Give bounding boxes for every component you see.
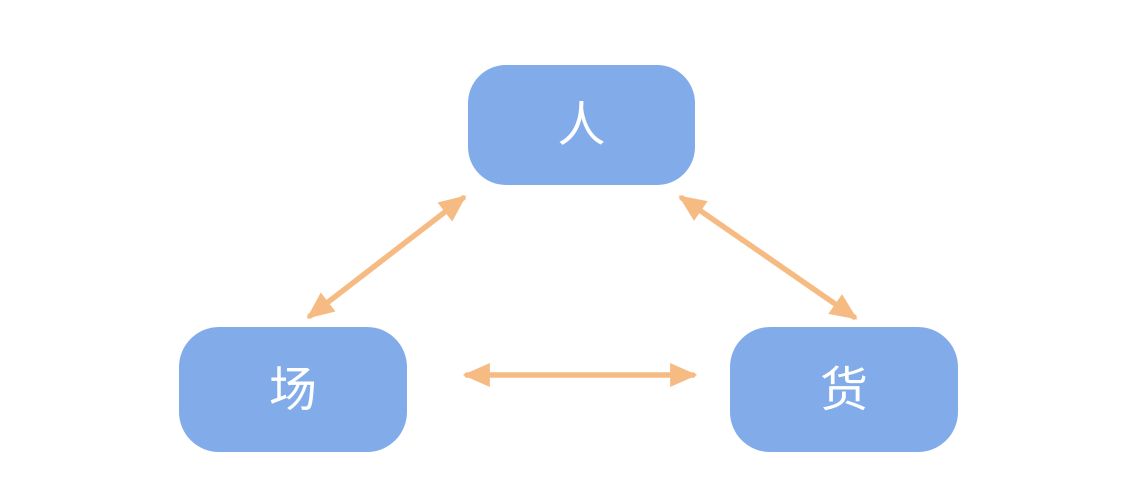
node-place: 场 xyxy=(179,327,407,452)
node-place-label: 场 xyxy=(268,361,317,418)
edge-place-person-arrow xyxy=(306,195,467,319)
node-goods-label: 货 xyxy=(819,361,868,418)
node-person: 人 xyxy=(468,65,695,185)
edge-person-goods-arrow xyxy=(678,195,858,320)
node-goods: 货 xyxy=(730,327,958,452)
node-person-label: 人 xyxy=(557,97,606,153)
